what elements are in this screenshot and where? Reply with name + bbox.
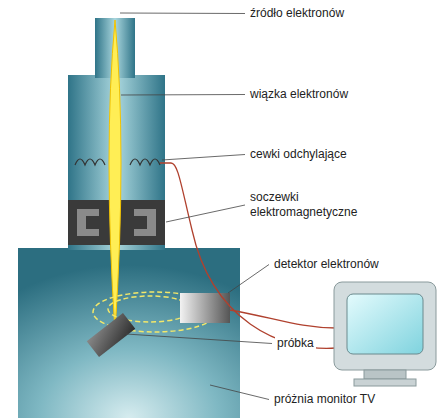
part-label: próżnia monitor TV (272, 392, 377, 407)
lens-core (86, 216, 99, 229)
part-label: próbka (275, 336, 316, 351)
part-label: wiązka elektronów (248, 87, 350, 102)
leader-line (120, 13, 245, 15)
leader-line (121, 94, 245, 96)
lens-cutout (134, 209, 156, 236)
signal-wire (230, 310, 336, 328)
part-label: soczewki elektromagnetyczne (248, 190, 374, 220)
monitor-base (354, 379, 416, 386)
leader-line (162, 155, 245, 161)
tv-monitor (334, 282, 436, 370)
leader-line (126, 334, 272, 344)
lens-cutout (77, 209, 99, 236)
electron-beam (109, 20, 121, 332)
lens-core (134, 216, 147, 229)
leader-line (228, 265, 269, 294)
part-label: cewki odchylające (248, 147, 349, 162)
part-label: źródło elektronów (248, 6, 346, 21)
monitor-screen (347, 294, 423, 354)
sample (87, 313, 136, 357)
leader-line (166, 205, 245, 222)
part-label: detektor elektronów (272, 257, 381, 272)
monitor-stand (364, 370, 406, 379)
leader-line (210, 385, 269, 400)
